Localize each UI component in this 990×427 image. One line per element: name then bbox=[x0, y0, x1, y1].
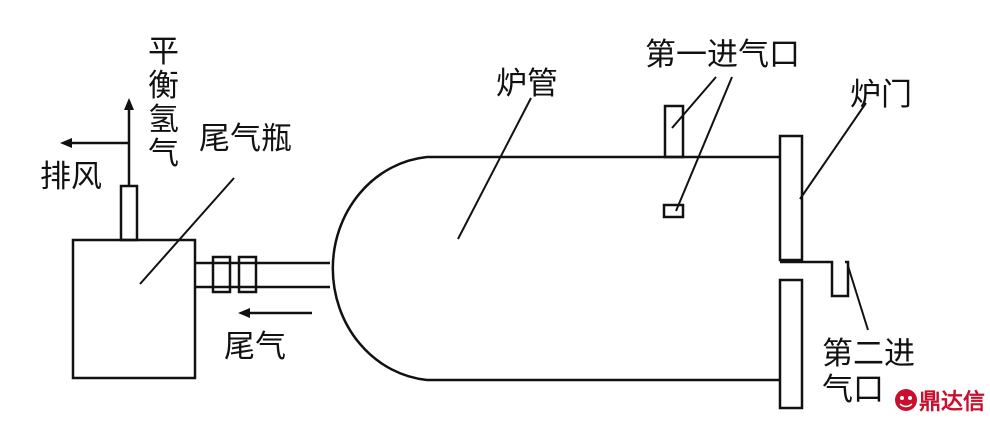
watermark-icon bbox=[895, 389, 917, 411]
second-inlet-pipe bbox=[780, 260, 850, 298]
furnace-door-upper bbox=[778, 134, 804, 262]
first-inlet-inner bbox=[662, 203, 685, 219]
label-balance-h2-char-1: 平 bbox=[148, 34, 179, 70]
leader-first-inlet-stub bbox=[671, 76, 717, 129]
first-inlet-stub bbox=[663, 104, 685, 159]
watermark-logo: 鼎达信 bbox=[895, 389, 985, 415]
label-second-gas-inlet-1: 第二进 bbox=[822, 336, 915, 372]
furnace-tube-body bbox=[331, 155, 780, 382]
pipe-flange-2 bbox=[237, 255, 258, 294]
label-first-gas-inlet: 第一进气口 bbox=[645, 37, 800, 73]
label-exhaust-fan: 排风 bbox=[40, 159, 102, 195]
leader-tail-gas-bottle bbox=[139, 177, 235, 285]
exhaust-arrowhead bbox=[60, 138, 72, 148]
leader-furnace-tube bbox=[457, 97, 532, 240]
tail-gas-bottle-shape bbox=[71, 238, 197, 380]
pipe-flange-1 bbox=[211, 255, 232, 294]
tail-gas-arrowhead bbox=[238, 308, 250, 318]
label-furnace-door: 炉门 bbox=[850, 77, 912, 113]
label-balance-h2-char-2: 衡 bbox=[148, 68, 179, 104]
label-tail-gas: 尾气 bbox=[224, 329, 286, 365]
leader-furnace-door bbox=[799, 102, 867, 200]
balance-h2-arrowhead bbox=[124, 98, 134, 110]
label-tail-gas-bottle: 尾气瓶 bbox=[199, 121, 292, 157]
label-furnace-tube: 炉管 bbox=[496, 66, 558, 102]
bottle-outlet-neck bbox=[119, 184, 139, 242]
leader-first-inlet-inner bbox=[675, 76, 733, 212]
label-second-gas-inlet-2: 气口 bbox=[822, 372, 884, 408]
watermark-text: 鼎达信 bbox=[919, 389, 985, 415]
leader-second-inlet bbox=[847, 265, 869, 331]
label-balance-h2-char-3: 氢 bbox=[148, 102, 179, 138]
label-balance-h2-char-4: 气 bbox=[148, 136, 179, 172]
furnace-door-lower bbox=[778, 278, 804, 410]
